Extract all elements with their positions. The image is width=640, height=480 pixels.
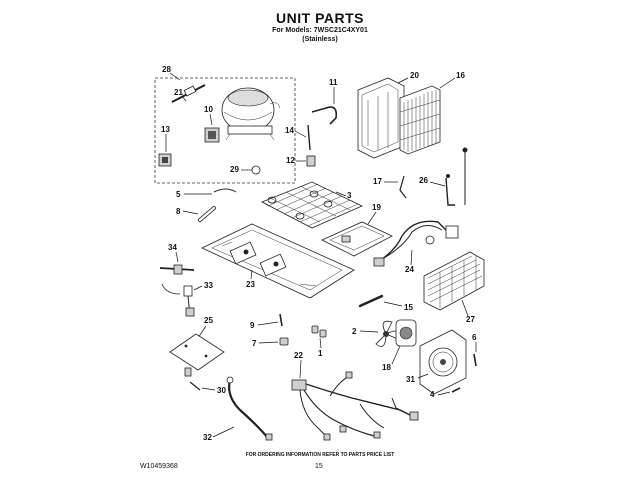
callout-24: 24: [405, 265, 414, 274]
part-13-capacitor: [158, 153, 172, 167]
part-4-screw: [451, 387, 461, 393]
part-7-sleeve: [279, 337, 289, 346]
callout-5: 5: [176, 190, 181, 199]
callout-29: 29: [230, 165, 239, 174]
callout-6: 6: [472, 333, 477, 342]
part-22-wire-harness: [291, 371, 419, 441]
callout-26: 26: [419, 176, 428, 185]
part-24-wire-harness: [373, 220, 459, 267]
callout-17: 17: [373, 177, 382, 186]
callout-14: 14: [285, 126, 294, 135]
part-25-plate: [169, 333, 225, 377]
part-18-fan-motor: [395, 319, 417, 347]
callout-16: 16: [456, 71, 465, 80]
callout-4: 4: [430, 390, 435, 399]
callout-15: 15: [404, 303, 413, 312]
callout-34: 34: [168, 243, 177, 252]
part-33-clamp: [183, 285, 195, 317]
page-number: 15: [315, 463, 323, 470]
callout-8: 8: [176, 207, 181, 216]
callout-3: 3: [347, 191, 352, 200]
callout-31: 31: [406, 375, 415, 384]
part-15-tube: [358, 294, 384, 308]
callout-32: 32: [203, 433, 212, 442]
finish-line: (Stainless): [302, 36, 338, 43]
callout-11: 11: [329, 78, 338, 87]
callout-33: 33: [204, 281, 213, 290]
part-14-tube: [307, 124, 311, 151]
callout-25: 25: [204, 316, 213, 325]
part-11-tube: [311, 106, 338, 125]
part-19-drain-pan: [321, 221, 393, 257]
callout-21: 21: [174, 88, 183, 97]
callout-28: 28: [162, 65, 171, 74]
page-title: UNIT PARTS: [276, 10, 364, 26]
part-21-relay: [171, 84, 206, 103]
callout-27: 27: [466, 315, 475, 324]
callout-12: 12: [286, 156, 295, 165]
part-3-condenser-coil: [261, 181, 363, 229]
part-12-clip: [306, 155, 316, 167]
callout-30: 30: [217, 386, 226, 395]
callout-20: 20: [410, 71, 419, 80]
callout-13: 13: [161, 125, 170, 134]
callout-23: 23: [246, 280, 255, 289]
callout-10: 10: [204, 105, 213, 114]
callout-7: 7: [252, 339, 257, 348]
callout-19: 19: [372, 203, 381, 212]
part-29-grommet: [251, 165, 261, 175]
callout-22: 22: [294, 351, 303, 360]
part-20-evaporator-cover: [357, 77, 405, 159]
callout-2: 2: [352, 327, 357, 336]
callout-9: 9: [250, 321, 255, 330]
part-23-base-plate: [201, 223, 355, 299]
part-5-wire: [213, 188, 237, 193]
callout-18: 18: [382, 363, 391, 372]
part-31-fan-shroud: [419, 329, 467, 395]
part-32-drain-tube: [228, 379, 269, 439]
part-1-grommets: [311, 325, 327, 338]
part-16-evaporator: [399, 85, 441, 155]
part-compressor: [221, 87, 281, 141]
part-34-cord: [159, 264, 195, 295]
part-6-screw: [473, 353, 477, 367]
part-30-screw: [189, 381, 201, 391]
part-26-thermostat: [445, 147, 468, 206]
compressor-group-box: [154, 77, 296, 184]
part-9-screw: [279, 313, 283, 327]
callout-1: 1: [318, 349, 323, 358]
ordering-note: FOR ORDERING INFORMATION REFER TO PARTS …: [245, 452, 395, 458]
document-number: W10459368: [140, 463, 178, 470]
part-10-overload: [204, 127, 220, 143]
models-line: For Models: 7WSC21C4XY01: [272, 27, 368, 34]
part-27-condenser: [423, 251, 485, 311]
part-17-clip: [399, 175, 407, 199]
